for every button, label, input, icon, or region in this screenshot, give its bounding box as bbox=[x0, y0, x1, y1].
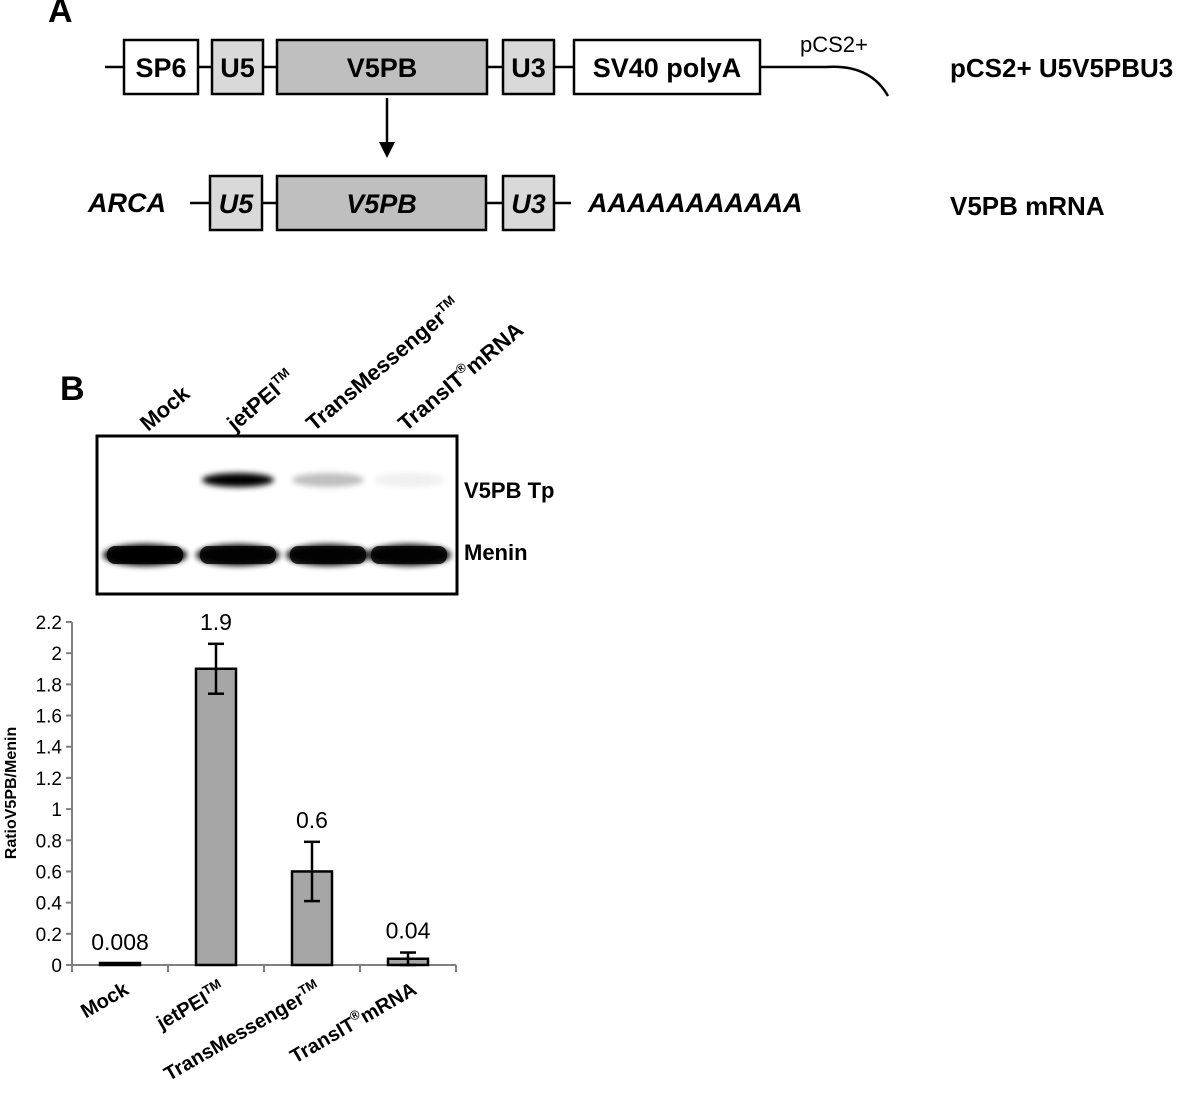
pcs2-backbone-label: pCS2+ bbox=[800, 32, 868, 57]
v5pb-band-row bbox=[202, 473, 445, 487]
u3-box bbox=[501, 38, 556, 96]
y-tick-label: 1.2 bbox=[36, 769, 62, 790]
menin-band-core bbox=[107, 546, 183, 564]
sv40-polya-box bbox=[572, 38, 762, 96]
y-tick-label: 0.8 bbox=[36, 831, 62, 852]
menin-band-core bbox=[290, 546, 366, 564]
sp6-label: SP6 bbox=[135, 53, 186, 83]
mrna-v5pb-box bbox=[275, 174, 488, 232]
panel-b-letter: B bbox=[60, 370, 85, 408]
mrna-u3-label: U3 bbox=[511, 189, 546, 219]
y-tick-label: 1.6 bbox=[36, 707, 62, 728]
x-category-label: TransMessengerTM bbox=[159, 976, 324, 1086]
mrna-name: V5PB mRNA bbox=[950, 191, 1105, 221]
bar bbox=[98, 961, 142, 967]
mrna-diagram: ARCA U5 V5PB U3 AAAAAAAAAAA V5PB mRNA bbox=[87, 174, 1105, 232]
u3-label: U3 bbox=[511, 53, 546, 83]
data-label: 1.9 bbox=[200, 609, 232, 635]
data-label: 0.008 bbox=[91, 929, 149, 955]
construct-name: pCS2+ U5V5PBU3 bbox=[950, 53, 1173, 83]
mrna-u5-label: U5 bbox=[219, 189, 254, 219]
y-tick-label: 1.8 bbox=[36, 675, 62, 696]
mrna-u5-box bbox=[208, 174, 264, 232]
menin-band-row bbox=[103, 544, 451, 566]
v5pb-band bbox=[292, 473, 364, 487]
v5pb-band bbox=[202, 473, 274, 487]
plasmid-backbone-line bbox=[760, 65, 890, 97]
bar-chart: 0 0.2 0.4 0.6 0.8 1 1.2 1.4 1.6 1.8 2 2.2 0.008 1.9 0… bbox=[3, 609, 457, 1086]
arca-cap-label: ARCA bbox=[87, 188, 166, 218]
blot-row-label-menin: Menin bbox=[464, 540, 528, 565]
x-category-label: jetPEITM bbox=[151, 976, 229, 1035]
sv40-polya-label: SV40 polyA bbox=[593, 53, 742, 83]
data-label: 0.04 bbox=[386, 918, 431, 944]
blot-lane-labels: Mock jetPEITM TransMessengerTM TransIT®m… bbox=[135, 292, 528, 436]
y-tick-label: 1.4 bbox=[36, 738, 63, 759]
construct-diagram: SP6 U5 V5PB U3 SV40 polyA pCS2+ pCS2+ U5… bbox=[105, 32, 1173, 97]
bar bbox=[290, 870, 334, 967]
v5pb-box bbox=[275, 38, 489, 96]
blot-row-label-v5pb: V5PB Tp bbox=[464, 478, 554, 503]
y-tick-label: 2 bbox=[51, 644, 62, 665]
u5-label: U5 bbox=[220, 53, 255, 83]
v5pb-band bbox=[373, 473, 445, 487]
western-blot bbox=[95, 434, 459, 596]
y-tick-label: 0.6 bbox=[36, 862, 62, 883]
bar bbox=[194, 667, 238, 967]
transcription-arrow bbox=[379, 98, 395, 158]
x-category-label: Mock bbox=[77, 978, 133, 1023]
y-tick-label: 2.2 bbox=[36, 613, 62, 634]
menin-band-core bbox=[371, 546, 447, 564]
y-tick-label: 0.2 bbox=[36, 925, 62, 946]
y-tick-label: 0.4 bbox=[36, 894, 63, 915]
lane-label-transmessenger: TransMessengerTM bbox=[301, 292, 465, 436]
y-tick-label: 0 bbox=[51, 956, 62, 977]
menin-band-core bbox=[200, 546, 276, 564]
y-axis-label: RatioV5PB/Menin bbox=[3, 727, 20, 859]
panel-a-letter: A bbox=[48, 0, 73, 30]
data-label: 0.6 bbox=[296, 807, 328, 833]
mrna-v5pb-label: V5PB bbox=[346, 189, 417, 219]
polya-tail-label: AAAAAAAAAAA bbox=[587, 188, 802, 218]
v5pb-label: V5PB bbox=[347, 53, 418, 83]
lane-label-jetpei: jetPEITM bbox=[221, 365, 300, 437]
lane-label-mock: Mock bbox=[135, 380, 195, 436]
y-tick-label: 1 bbox=[51, 800, 62, 821]
